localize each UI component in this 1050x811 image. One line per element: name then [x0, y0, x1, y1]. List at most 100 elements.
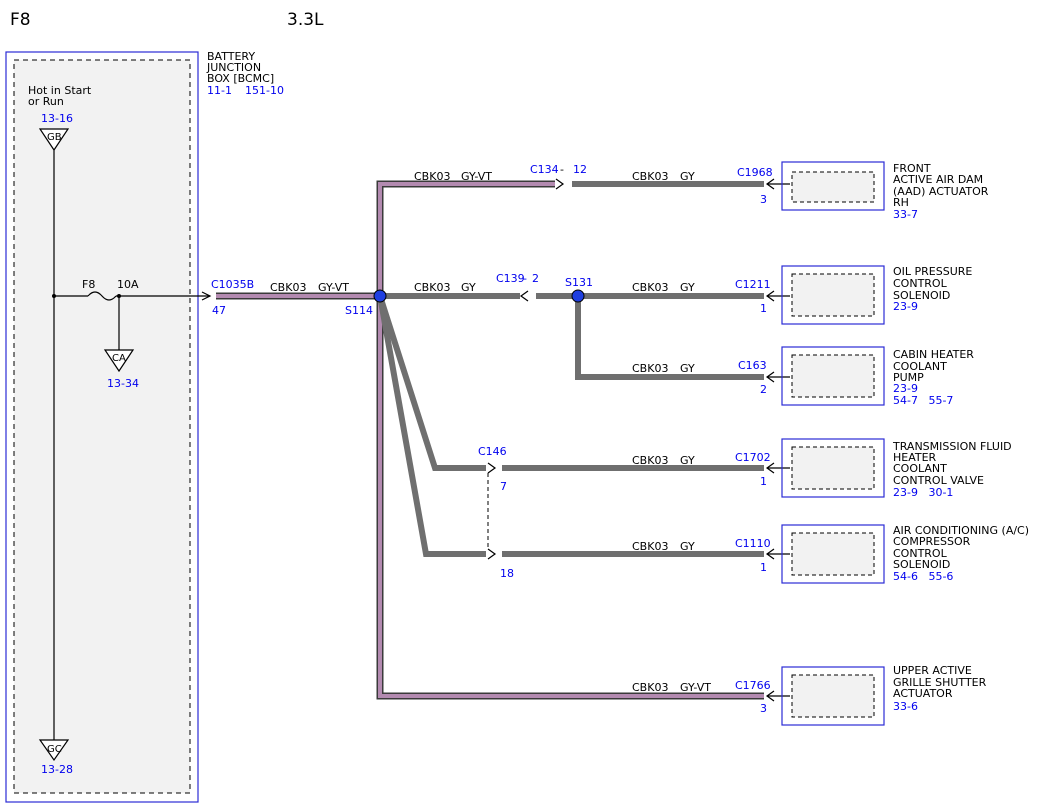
- s114-splice: [373, 289, 387, 303]
- main-color: GY-VT: [318, 281, 349, 294]
- c1035b-label: C1035B: [211, 278, 254, 291]
- cabin-name-1: CABIN HEATER: [893, 348, 974, 361]
- aad-circuit-2: CBK03: [632, 170, 668, 183]
- bjb-outline: [5, 51, 199, 803]
- c146-arrow-7: [487, 462, 497, 474]
- c1968-label: C1968: [737, 166, 773, 179]
- grille-name-2: GRILLE SHUTTER: [893, 676, 987, 689]
- oil-name-3: SOLENOID: [893, 289, 950, 302]
- cabin-ref-2: 54-7 55-7: [893, 394, 953, 407]
- ac-name-1: AIR CONDITIONING (A/C): [893, 524, 1029, 537]
- oil-color-2: GY: [680, 281, 695, 294]
- ac-name-3: CONTROL: [893, 547, 948, 560]
- engine-label: 3.3L: [287, 10, 324, 30]
- grille-circuit: CBK03: [632, 681, 668, 694]
- grille-wire-gyvt: [376, 296, 764, 700]
- aad-name-2: ACTIVE AIR DAM: [893, 173, 983, 186]
- trans-component: [765, 438, 885, 498]
- oil-name-2: CONTROL: [893, 277, 948, 290]
- c146-label: C146: [478, 445, 507, 458]
- oil-circuit: CBK03: [414, 281, 450, 294]
- c1968-pin: 3: [760, 193, 767, 206]
- bjb-label-1: BATTERY: [207, 50, 255, 63]
- cabin-component: [765, 346, 885, 406]
- gb-triangle: [38, 128, 70, 152]
- bjb-label-2: JUNCTION: [206, 61, 261, 74]
- c134-pin: 12: [573, 163, 587, 176]
- grille-name-1: UPPER ACTIVE: [893, 664, 972, 677]
- cabin-name-3: PUMP: [893, 371, 924, 384]
- c1211-label: C1211: [735, 278, 771, 291]
- ca-label: CA: [112, 353, 126, 364]
- gb-label: GB: [47, 132, 62, 143]
- ac-name-4: SOLENOID: [893, 558, 950, 571]
- trans-color: GY: [680, 454, 695, 467]
- c1766-label: C1766: [735, 679, 771, 692]
- c1702-label: C1702: [735, 451, 771, 464]
- trans-ref: 23-9 30-1: [893, 486, 953, 499]
- grille-name-3: ACTUATOR: [893, 687, 953, 700]
- c146-pin-7: 7: [500, 480, 507, 493]
- aad-ref: 33-7: [893, 208, 918, 221]
- svg-text:-: -: [560, 163, 564, 176]
- s131-splice: [571, 289, 585, 303]
- gc-triangle: [38, 739, 70, 762]
- cabin-wire-gy: [575, 296, 764, 380]
- cabin-name-2: COOLANT: [893, 360, 947, 373]
- c1702-pin: 1: [760, 475, 767, 488]
- c1110-pin: 1: [760, 561, 767, 574]
- bjb-ref-1: 11-1: [207, 84, 232, 97]
- ac-color: GY: [680, 540, 695, 553]
- gc-ref: 13-28: [41, 763, 73, 776]
- trans-circuit: CBK03: [632, 454, 668, 467]
- aad-wire-gyvt: [376, 180, 555, 296]
- trans-name-2: HEATER: [893, 451, 937, 464]
- c139-arrow: [519, 290, 529, 302]
- c134-label: C134: [530, 163, 559, 176]
- c163-pin: 2: [760, 383, 767, 396]
- gb-ref: 13-16: [41, 112, 73, 125]
- cabin-circuit: CBK03: [632, 362, 668, 375]
- bjb-label-3: BOX [BCMC]: [207, 72, 274, 85]
- aad-name-1: FRONT: [893, 162, 931, 175]
- c163-label: C163: [738, 359, 767, 372]
- aad-name-3: (AAD) ACTUATOR: [893, 185, 989, 198]
- c134-arrow: [555, 178, 565, 190]
- oil-component: [765, 265, 885, 325]
- s131-label: S131: [565, 276, 593, 289]
- fuse-rating: 10A: [117, 278, 139, 291]
- hot-label-1: Hot in Start: [28, 84, 92, 97]
- c1766-pin: 3: [760, 702, 767, 715]
- c146-arrow-18: [487, 548, 497, 560]
- trans-name-3: COOLANT: [893, 462, 947, 475]
- aad-component: [765, 161, 885, 211]
- oil-circuit-2: CBK03: [632, 281, 668, 294]
- c139-pin: 2: [532, 272, 539, 285]
- fuse-name: F8: [82, 278, 95, 291]
- grille-ref: 33-6: [893, 700, 918, 713]
- circuit-title: F8: [10, 10, 31, 30]
- aad-circuit: CBK03: [414, 170, 450, 183]
- cabin-color: GY: [680, 362, 695, 375]
- grille-color: GY-VT: [680, 681, 711, 694]
- gc-label: GC: [47, 744, 62, 755]
- ac-name-2: COMPRESSOR: [893, 535, 971, 548]
- ac-component: [765, 524, 885, 584]
- c1035b-arrow: [201, 291, 212, 301]
- ca-ref: 13-34: [107, 377, 139, 390]
- oil-ref: 23-9: [893, 300, 918, 313]
- ac-ref: 54-6 55-6: [893, 570, 953, 583]
- bjb-ref-2: 151-10: [245, 84, 284, 97]
- c139-label: C139: [496, 272, 525, 285]
- oil-color: GY: [461, 281, 476, 294]
- c1211-pin: 1: [760, 302, 767, 315]
- cabin-ref-1: 23-9: [893, 382, 918, 395]
- c1035b-pin: 47: [212, 304, 226, 317]
- c146-pin-18: 18: [500, 567, 514, 580]
- bjb-inner: [13, 59, 191, 794]
- s114-label: S114: [345, 304, 373, 317]
- hot-label-2: or Run: [28, 95, 64, 108]
- trans-name-1: TRANSMISSION FLUID: [892, 440, 1012, 453]
- oil-name-1: OIL PRESSURE: [893, 265, 972, 278]
